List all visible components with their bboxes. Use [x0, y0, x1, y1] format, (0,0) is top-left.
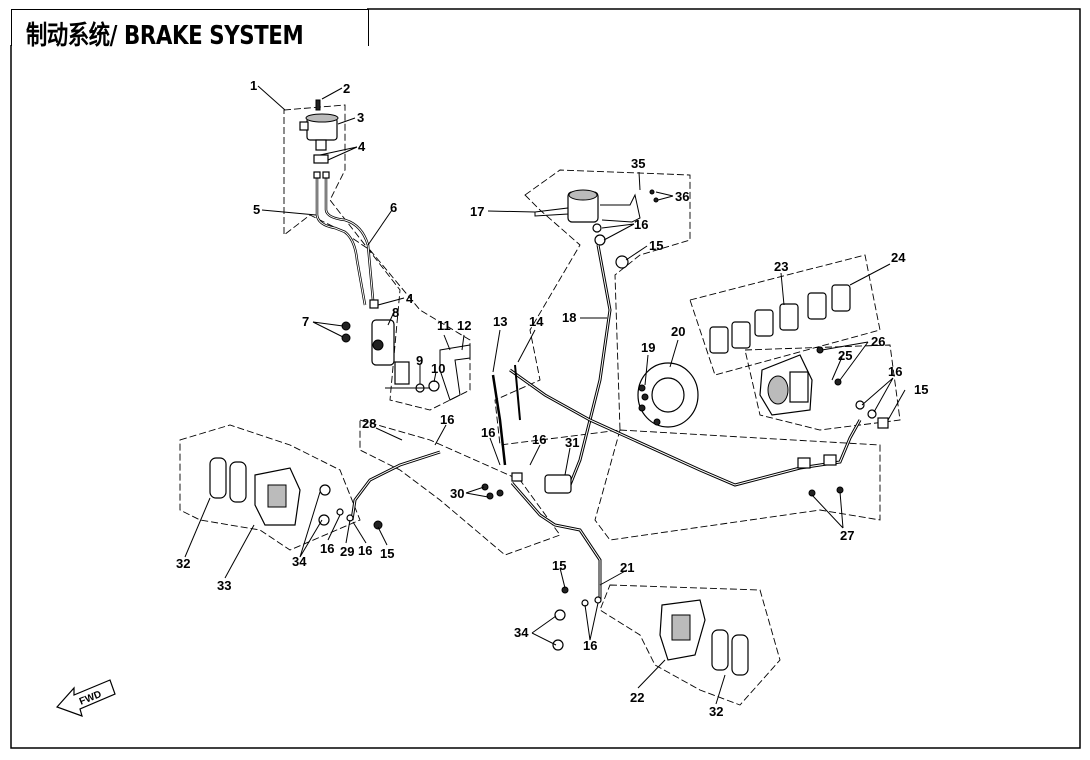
brake-pads-rear: [709, 284, 851, 354]
callout-8: 8: [392, 305, 399, 320]
right-front-caliper: [552, 586, 749, 676]
callout-14: 14: [529, 314, 544, 329]
callout-32b: 32: [709, 704, 723, 719]
callout-33: 33: [217, 578, 231, 593]
callout-16e: 16: [532, 432, 546, 447]
callout-13: 13: [493, 314, 507, 329]
callout-34b: 34: [514, 625, 529, 640]
callout-23: 23: [774, 259, 788, 274]
callout-16a: 16: [634, 217, 648, 232]
callout-25: 25: [838, 348, 852, 363]
callout-34a: 34: [292, 554, 307, 569]
master-cylinder: [341, 319, 471, 401]
callout-5: 5: [253, 202, 260, 217]
callout-12: 12: [457, 318, 471, 333]
callout-35: 35: [631, 156, 645, 171]
callout-11: 11: [437, 318, 451, 333]
callout-31: 31: [565, 435, 579, 450]
callout-18: 18: [562, 310, 576, 325]
callout-17: 17: [470, 204, 484, 219]
callout-labels: 1 2 3 4 4 5 6 7 8 9 10 11 12 13 14 15 15…: [176, 78, 928, 719]
left-front-caliper: [209, 457, 383, 530]
callout-16h: 16: [583, 638, 597, 653]
callout-10: 10: [431, 361, 445, 376]
callout-15d: 15: [552, 558, 566, 573]
right-front-hose: [510, 482, 602, 600]
hose-14: [514, 364, 521, 421]
callout-36: 36: [675, 189, 689, 204]
reservoir-hoses: [313, 171, 379, 309]
hose-13: [491, 374, 507, 466]
callout-15c: 15: [380, 546, 394, 561]
callout-4: 4: [358, 139, 366, 154]
callout-4b: 4: [406, 291, 414, 306]
callout-7: 7: [302, 314, 309, 329]
callout-19: 19: [641, 340, 655, 355]
callout-3: 3: [357, 110, 364, 125]
proportioning-valve: [481, 472, 572, 500]
forward-arrow-icon: FWD: [55, 679, 116, 717]
callout-9: 9: [416, 353, 423, 368]
callout-15a: 15: [649, 238, 663, 253]
title-box: 制动系统/ BRAKE SYSTEM: [11, 9, 369, 51]
callout-16d: 16: [481, 425, 495, 440]
callout-1: 1: [250, 78, 257, 93]
outer-border: [10, 8, 1081, 749]
callout-26: 26: [871, 334, 885, 349]
callout-16f: 16: [320, 541, 334, 556]
line-clips: [797, 454, 844, 497]
callout-16b: 16: [888, 364, 902, 379]
handlebar-master-cylinder: [534, 189, 659, 269]
callout-22: 22: [630, 690, 644, 705]
callout-28: 28: [362, 416, 376, 431]
callout-29: 29: [340, 544, 354, 559]
callout-16g: 16: [358, 543, 372, 558]
group-outlines: [179, 104, 901, 706]
callout-27: 27: [840, 528, 854, 543]
brake-reservoir: [299, 99, 339, 164]
leader-lines: [184, 85, 906, 705]
rear-caliper: [759, 346, 889, 429]
callout-6: 6: [390, 200, 397, 215]
callout-15b: 15: [914, 382, 928, 397]
page-title: 制动系统/ BRAKE SYSTEM: [26, 21, 304, 51]
callout-2: 2: [343, 81, 350, 96]
callout-32a: 32: [176, 556, 190, 571]
callout-24: 24: [891, 250, 906, 265]
callout-20: 20: [671, 324, 685, 339]
brake-disc: [637, 362, 699, 428]
callout-16c: 16: [440, 412, 454, 427]
callout-30: 30: [450, 486, 464, 501]
callout-21: 21: [620, 560, 634, 575]
